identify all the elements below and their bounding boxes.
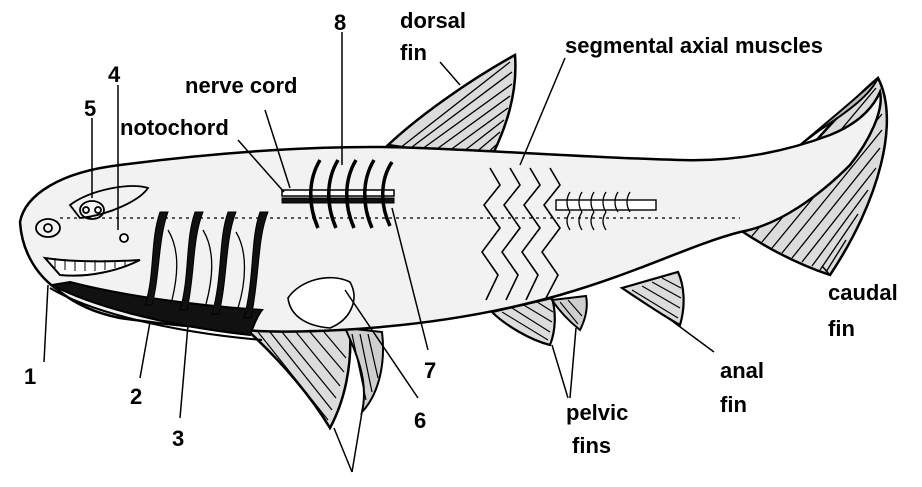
label-number-2: 2 [130, 384, 142, 409]
label-number-1: 1 [24, 364, 36, 389]
label-number-5: 5 [84, 96, 96, 121]
label-number-6: 6 [414, 408, 426, 433]
notochord [282, 190, 394, 203]
label-number-8: 8 [334, 10, 346, 35]
label-dorsal-line2: fin [400, 40, 427, 65]
label-pelvic-line1: pelvic [566, 400, 628, 425]
label-pelvic-line2: fins [572, 433, 611, 458]
label-dorsal-line1: dorsal [400, 8, 466, 33]
dorsal-fin [388, 55, 515, 160]
label-anal-line2: fin [720, 392, 747, 417]
label-caudal-line1: caudal [828, 280, 898, 305]
label-anal-line1: anal [720, 358, 764, 383]
label-number-7: 7 [424, 358, 436, 383]
label-segmental-axial-muscles: segmental axial muscles [565, 33, 823, 58]
label-caudal-line2: fin [828, 316, 855, 341]
label-nerve-cord: nerve cord [185, 73, 298, 98]
anal-fin [622, 272, 684, 325]
label-number-4: 4 [108, 62, 121, 87]
label-number-3: 3 [172, 426, 184, 451]
label-notochord: notochord [120, 115, 229, 140]
